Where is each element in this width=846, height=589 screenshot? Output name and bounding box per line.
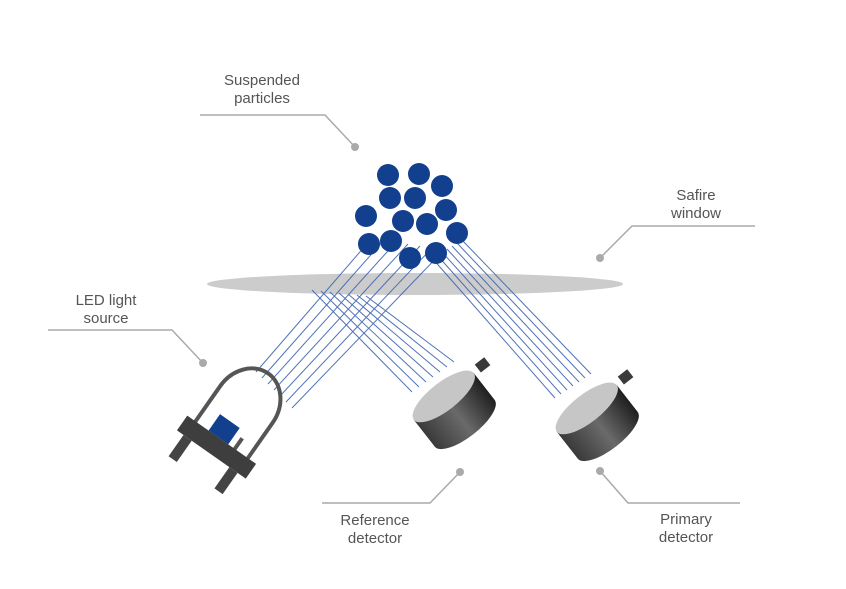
label-primary-detector: Primary detector bbox=[659, 511, 713, 547]
label-line: particles bbox=[234, 90, 290, 107]
leader-window bbox=[599, 225, 755, 259]
scattered-beam bbox=[446, 248, 574, 387]
scattered-beam bbox=[456, 242, 586, 379]
leader-dots bbox=[199, 143, 604, 476]
particle bbox=[404, 187, 426, 209]
particle bbox=[358, 233, 380, 255]
leader-led bbox=[48, 329, 204, 364]
scattered-beam bbox=[436, 254, 562, 395]
scattered-beam bbox=[451, 245, 580, 383]
dot-reference bbox=[456, 468, 464, 476]
particle bbox=[416, 213, 438, 235]
particle bbox=[431, 175, 453, 197]
label-led-light-source: LED light source bbox=[76, 292, 137, 328]
incident-beam bbox=[285, 247, 433, 403]
leader-lines bbox=[48, 114, 755, 504]
label-line: Reference bbox=[340, 512, 410, 529]
reference-beam bbox=[320, 290, 420, 388]
label-suspended-particles: Suspended particles bbox=[224, 72, 300, 108]
label-line: Safire bbox=[676, 187, 716, 204]
dot-primary bbox=[596, 467, 604, 475]
label-line: detector bbox=[347, 530, 403, 547]
dot-particles bbox=[351, 143, 359, 151]
particle bbox=[379, 187, 401, 209]
incident-beam bbox=[291, 249, 445, 409]
reference-beam bbox=[347, 293, 441, 373]
label-safire-window: Safire window bbox=[671, 187, 721, 223]
leader-primary bbox=[599, 470, 740, 504]
label-line: Primary bbox=[660, 511, 712, 528]
particle bbox=[446, 222, 468, 244]
particle bbox=[399, 247, 421, 269]
scattered-beam bbox=[431, 257, 556, 399]
scattered-beam bbox=[461, 239, 592, 375]
dot-led bbox=[199, 359, 207, 367]
safire-window bbox=[207, 273, 623, 295]
label-line: Suspended bbox=[224, 72, 300, 89]
scattered-beam bbox=[441, 251, 568, 391]
label-reference-detector: Reference detector bbox=[340, 512, 409, 548]
particle bbox=[380, 230, 402, 252]
particle bbox=[425, 242, 447, 264]
label-line: window bbox=[670, 205, 722, 222]
leader-reference bbox=[322, 471, 461, 504]
reference-beam bbox=[329, 291, 427, 383]
suspended-particles bbox=[355, 163, 468, 269]
incident-beam bbox=[267, 241, 397, 385]
label-line: LED light bbox=[75, 292, 137, 309]
label-line: detector bbox=[658, 529, 714, 546]
reference-beam bbox=[311, 289, 413, 393]
particle bbox=[408, 163, 430, 185]
reference-beam bbox=[338, 292, 434, 378]
incident-beam bbox=[273, 243, 409, 391]
primary-detector bbox=[555, 369, 639, 462]
particle bbox=[355, 205, 377, 227]
reference-beam bbox=[365, 295, 455, 363]
incident-beam bbox=[255, 237, 373, 373]
incident-beam bbox=[279, 245, 421, 397]
particle bbox=[377, 164, 399, 186]
led-light-source bbox=[168, 366, 283, 495]
reference-detector bbox=[412, 357, 496, 450]
particle bbox=[392, 210, 414, 232]
incident-beam bbox=[261, 239, 385, 379]
dot-window bbox=[596, 254, 604, 262]
reference-beam bbox=[356, 294, 448, 368]
light-beams bbox=[255, 237, 592, 409]
particle bbox=[435, 199, 457, 221]
leader-particles bbox=[200, 114, 356, 148]
label-line: source bbox=[83, 310, 129, 327]
